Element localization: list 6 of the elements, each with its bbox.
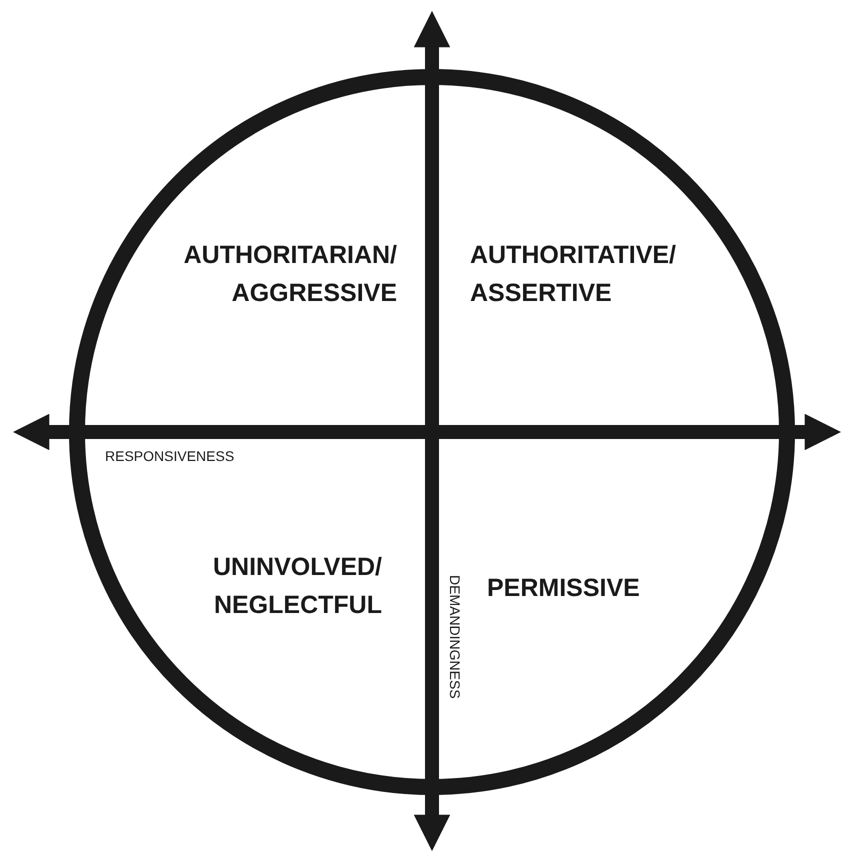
quadrant-label: AUTHORITATIVE/ ASSERTIVE [470, 240, 678, 309]
axis-label: DEMANDINGNESS [446, 575, 464, 699]
quadrant-label: AUTHORITARIAN/ AGGRESSIVE [182, 240, 397, 309]
axis-label: RESPONSIVENESS [105, 447, 234, 465]
quadrant-label: UNINVOLVED/ NEGLECTFUL [212, 552, 382, 621]
quadrant-label: PERMISSIVE [487, 573, 641, 604]
